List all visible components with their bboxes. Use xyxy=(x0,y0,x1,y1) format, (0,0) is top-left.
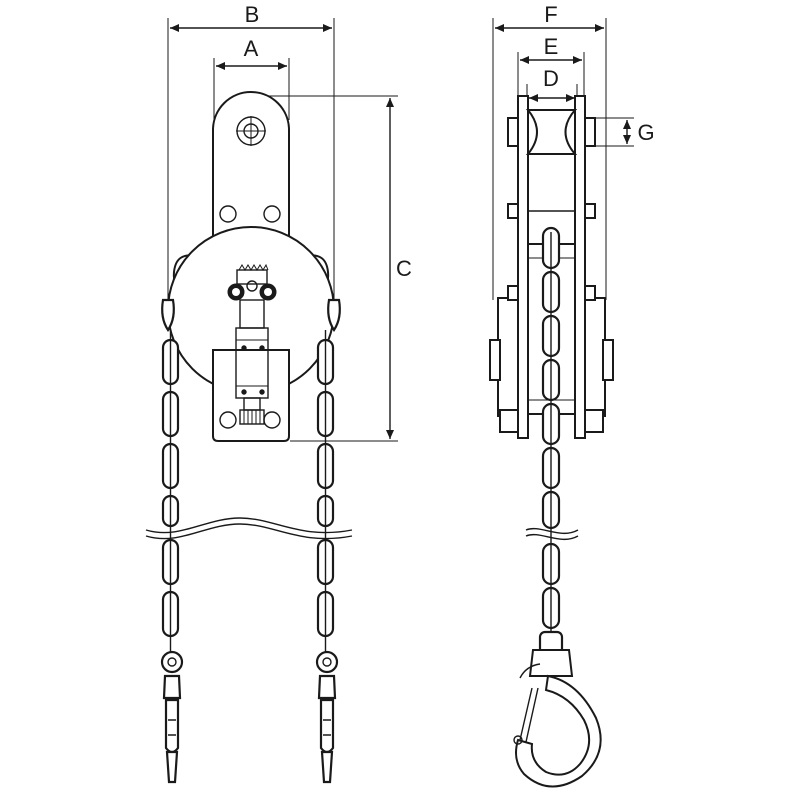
dimension-g: G xyxy=(586,117,655,147)
dimension-label-b: B xyxy=(245,2,260,27)
load-chain xyxy=(541,226,561,640)
top-bolt-right xyxy=(263,205,281,223)
chain-end-right xyxy=(315,650,339,784)
dimension-b: B xyxy=(167,2,335,300)
front-view: B A C xyxy=(145,2,412,784)
dimension-label-e: E xyxy=(544,34,559,59)
side-view: F E D G xyxy=(489,2,655,788)
bottom-bolt-left xyxy=(219,411,237,429)
dimension-label-f: F xyxy=(544,2,557,27)
safety-latch xyxy=(519,663,541,679)
dimension-f: F xyxy=(492,2,607,300)
top-pin-nut-left xyxy=(507,117,519,147)
side-plate-left xyxy=(517,95,529,439)
top-roller xyxy=(525,109,578,155)
dimension-e: E xyxy=(517,34,585,98)
chain-right xyxy=(316,298,341,660)
ratchet-gear xyxy=(236,263,269,292)
dimension-label-g: G xyxy=(637,120,654,145)
chain-left xyxy=(161,298,180,660)
dimension-label-a: A xyxy=(244,36,259,61)
side-plate-right xyxy=(574,95,586,439)
top-bolt-left xyxy=(219,205,237,223)
hook-body xyxy=(515,674,602,788)
top-hanger-plate xyxy=(212,91,290,241)
dimension-label-c: C xyxy=(396,256,412,281)
dimension-c: C xyxy=(252,95,412,442)
dimension-a: A xyxy=(213,36,290,120)
dimension-d: D xyxy=(526,66,578,106)
break-line-side xyxy=(525,527,579,535)
load-hook xyxy=(513,630,602,788)
break-line-front xyxy=(145,517,353,534)
dimension-label-d: D xyxy=(543,66,559,91)
pawl-rollers xyxy=(227,283,277,301)
chain-end-left xyxy=(160,650,184,784)
top-pin-nut-right xyxy=(584,117,596,147)
